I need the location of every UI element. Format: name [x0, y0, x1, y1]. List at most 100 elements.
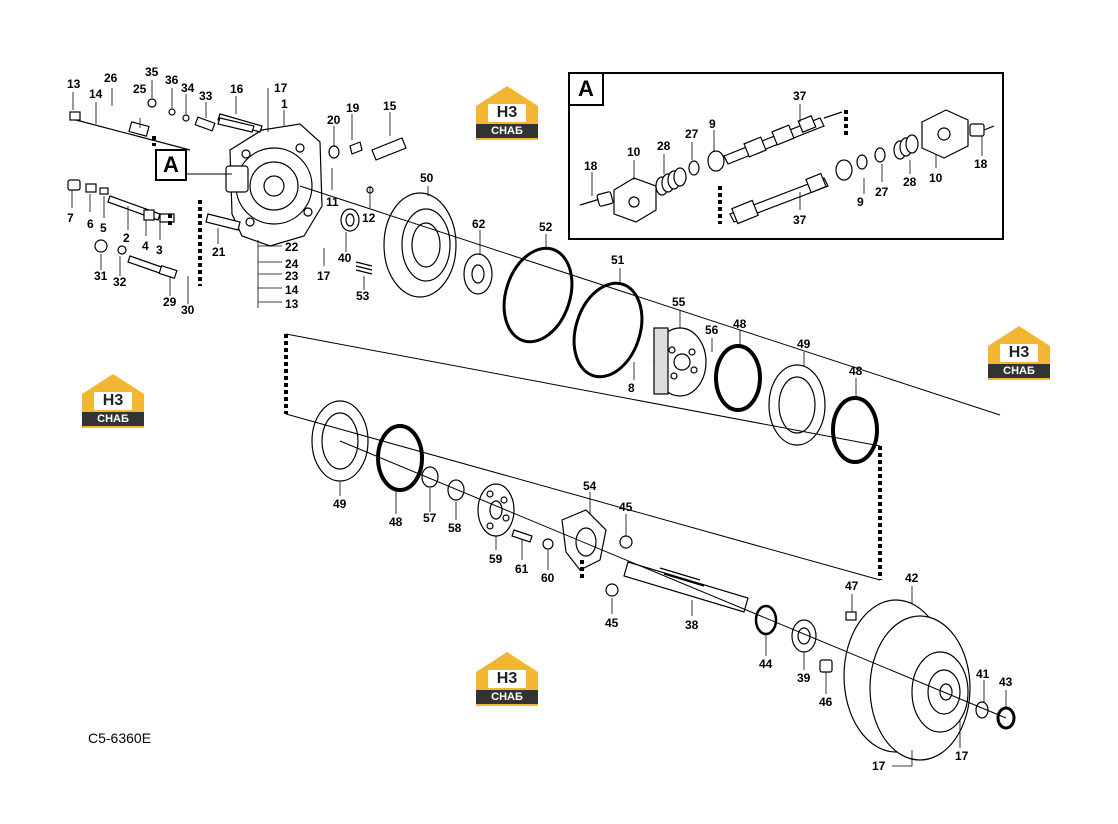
part-number-label: 8	[628, 381, 635, 395]
detail-a-callout: A	[155, 149, 187, 181]
part-number-label: 15	[383, 99, 397, 113]
motor-housing	[225, 123, 323, 247]
part-number-label: 23	[285, 269, 299, 283]
rings-57-58	[421, 466, 465, 501]
part-number-label: 14	[285, 283, 299, 297]
part-number-label: 29	[163, 295, 177, 309]
part-number-label: 50	[420, 171, 434, 185]
friction-discs	[311, 344, 879, 492]
part-number-label: 26	[104, 71, 118, 85]
part-number-label: 32	[113, 275, 127, 289]
seal-40-spring-53	[340, 208, 373, 275]
logo-text: H3	[94, 392, 132, 410]
part-number-label: 47	[845, 579, 859, 593]
part-number-label: 27	[875, 185, 889, 199]
guide-lines	[285, 333, 881, 581]
flange-plate-50	[383, 192, 457, 298]
part-number-label: 55	[672, 295, 686, 309]
watermark-logo: H3 СНАБ	[80, 372, 146, 428]
logo-subtext: СНАБ	[82, 412, 144, 426]
part-number-label: 4	[142, 239, 149, 253]
part-number-label: 42	[905, 571, 919, 585]
logo-subtext: СНАБ	[476, 124, 538, 138]
part-number-label: 6	[87, 217, 94, 231]
part-number-label: 44	[759, 657, 773, 671]
part-number-label: 9	[857, 195, 864, 209]
part-number-label: 57	[423, 511, 437, 525]
part-number-label: 25	[133, 82, 147, 96]
part-number-label: 17	[872, 759, 886, 773]
leader-lines	[71, 80, 1007, 767]
logo-text: H3	[488, 670, 526, 688]
part-number-label: 40	[338, 251, 352, 265]
part-number-label: 60	[541, 571, 555, 585]
pin-61-nut-60	[511, 529, 554, 550]
part-number-label: 27	[685, 127, 699, 141]
part-number-label: 45	[619, 500, 633, 514]
part-number-label: 31	[94, 269, 108, 283]
retainer-plate-59	[477, 483, 515, 537]
part-number-label: 5	[100, 221, 107, 235]
part-number-label: 10	[627, 145, 641, 159]
part-number-label: 9	[709, 117, 716, 131]
logo-text: H3	[1000, 344, 1038, 362]
o-rings-52-51	[502, 246, 644, 379]
detail-a-inset: A	[568, 72, 1004, 240]
inset-dashed-guides	[718, 110, 848, 224]
part-number-label: 45	[605, 616, 619, 630]
part-number-label: 2	[123, 231, 130, 245]
part-number-label: 59	[489, 552, 503, 566]
part-number-label: 62	[472, 217, 486, 231]
part-number-label: 21	[212, 245, 226, 259]
part-number-label: 13	[67, 77, 81, 91]
part-number-label: 37	[793, 213, 807, 227]
part-number-label: 18	[974, 157, 988, 171]
part-number-label: 46	[819, 695, 833, 709]
part-number-label: 22	[285, 240, 299, 254]
part-number-label: 35	[145, 65, 159, 79]
watermark-logo: H3 СНАБ	[986, 324, 1052, 380]
part-number-label: 41	[976, 667, 990, 681]
logo-subtext: СНАБ	[476, 690, 538, 704]
part-number-label: 37	[793, 89, 807, 103]
logo-subtext: СНАБ	[988, 364, 1050, 378]
part-number-label: 3	[156, 243, 163, 257]
watermark-logo: H3 СНАБ	[474, 650, 540, 706]
part-labels: 13 26 14 25 35 36 34 33 16 17 1 20 19 15…	[67, 65, 1013, 773]
part-number-label: 24	[285, 257, 299, 271]
part-number-label: 56	[705, 323, 719, 337]
axis-lines	[182, 173, 1007, 719]
part-number-label: 16	[230, 82, 244, 96]
part-number-label: 11	[326, 195, 339, 209]
inset-detail-a-parts	[579, 109, 995, 225]
part-number-label: 51	[611, 253, 625, 267]
watermark-logo: H3 СНАБ	[474, 84, 540, 140]
part-number-label: 36	[165, 73, 179, 87]
part-number-label: 14	[89, 87, 103, 101]
part-number-label: 43	[999, 675, 1013, 689]
part-number-label: 17	[955, 749, 969, 763]
part-number-label: 7	[67, 211, 74, 225]
plate-62	[463, 253, 493, 295]
part-number-label: 30	[181, 303, 195, 317]
left-small-parts	[67, 98, 407, 280]
part-number-label: 33	[199, 89, 213, 103]
rings-41-43	[975, 701, 1016, 730]
part-number-label: 48	[389, 515, 403, 529]
figure-code: C5-6360E	[88, 730, 152, 746]
part-number-label: 28	[657, 139, 671, 153]
part-number-label: 49	[333, 497, 347, 511]
hub-housing-42	[843, 599, 971, 761]
part-number-label: 48	[733, 317, 747, 331]
part-number-label: 17	[274, 81, 288, 95]
part-number-label: 61	[515, 562, 529, 576]
part-number-label: 13	[285, 297, 299, 311]
part-number-label: 54	[583, 479, 597, 493]
part-number-label: 58	[448, 521, 462, 535]
drive-shaft-38	[623, 561, 749, 613]
part-number-label: 19	[346, 101, 360, 115]
logo-text: H3	[488, 104, 526, 122]
part-number-label: 28	[903, 175, 917, 189]
dashed-guides	[152, 136, 882, 580]
